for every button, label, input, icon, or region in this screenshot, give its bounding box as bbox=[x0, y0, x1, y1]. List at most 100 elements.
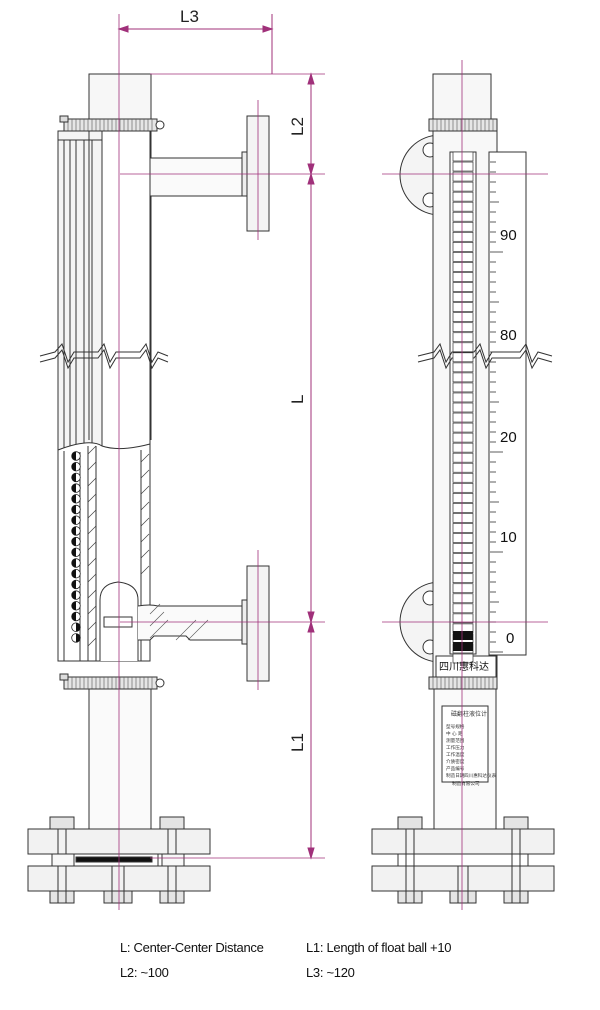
flap-cell bbox=[452, 412, 474, 423]
flap-cell bbox=[452, 312, 474, 322]
dimension-l1-label: L1 bbox=[288, 733, 307, 752]
data-plate-field: 产品编号 bbox=[446, 765, 465, 772]
flap-cell bbox=[452, 191, 474, 202]
indicator-ball-half bbox=[71, 462, 76, 471]
data-plate-manufacturer: 制造有限公司 bbox=[452, 780, 480, 787]
maker-nameplate: 四川惠科达 bbox=[439, 660, 489, 673]
flap-cell bbox=[452, 583, 474, 594]
flap-cell bbox=[452, 503, 474, 513]
dimension-lines bbox=[117, 14, 315, 860]
flap-cell bbox=[452, 482, 474, 493]
side-view bbox=[27, 73, 270, 904]
flap-cell bbox=[452, 151, 474, 162]
flap-cell bbox=[452, 563, 474, 573]
flap-cell bbox=[452, 252, 474, 262]
data-plate-field: 工作压力 bbox=[446, 744, 465, 751]
dimension-l-label: L bbox=[288, 395, 307, 404]
flap-cell bbox=[452, 352, 474, 363]
indicator-ball-half bbox=[76, 622, 81, 632]
section-hatch bbox=[87, 445, 150, 647]
data-plate-field: 型号规格 bbox=[446, 723, 465, 730]
indicator-ball-half bbox=[71, 526, 76, 536]
dimension-l2-label: L2 bbox=[288, 117, 307, 136]
flap-cell bbox=[452, 201, 474, 212]
flap-cell bbox=[452, 221, 474, 232]
flap-cell-shown bbox=[453, 631, 473, 640]
data-plate-manufacturer: 四川惠科达仪表 bbox=[464, 772, 497, 779]
flap-cell bbox=[452, 513, 474, 523]
data-plate-field: 介质密度 bbox=[446, 758, 465, 765]
flap-cell bbox=[452, 553, 474, 563]
flap-cell bbox=[452, 472, 474, 483]
flap-cell bbox=[452, 573, 474, 584]
flap-cell bbox=[452, 593, 474, 604]
scale-ticks bbox=[490, 151, 503, 653]
indicator-ball-half bbox=[71, 558, 76, 568]
flap-cell bbox=[452, 211, 474, 222]
flap-cell bbox=[452, 653, 474, 664]
flap-cell bbox=[452, 362, 474, 373]
flap-cell bbox=[452, 613, 474, 624]
flap-cell bbox=[452, 533, 474, 543]
indicator-ball-half bbox=[71, 548, 76, 557]
flap-cell-shown bbox=[453, 642, 473, 651]
indicator-ball-half bbox=[76, 633, 81, 643]
flap-cell bbox=[452, 452, 474, 463]
data-plate-field: 制造日期 bbox=[446, 772, 465, 779]
indicator-ball-half bbox=[71, 494, 76, 504]
indicator-ball-half bbox=[71, 451, 76, 461]
scale-label-10: 10 bbox=[500, 529, 517, 546]
flap-cell bbox=[452, 282, 474, 292]
scale-label-0: 0 bbox=[506, 630, 514, 647]
legend-l2: L2: ~100 bbox=[120, 965, 169, 980]
indicator-ball-half bbox=[71, 505, 76, 514]
indicator-ball-half bbox=[71, 590, 76, 600]
dimension-labels: L3 L2 L L1 bbox=[180, 7, 307, 752]
flap-cell bbox=[452, 272, 474, 282]
scale-label-20: 20 bbox=[500, 429, 517, 446]
flap-cell bbox=[452, 231, 474, 242]
indicator-ball-half bbox=[71, 612, 76, 621]
indicator-ball-half bbox=[71, 569, 76, 578]
data-plate: 磁翻柱液位计 型号规格 中 心 距 测量范围 工作压力 工作温度 介质密度 产品… bbox=[446, 710, 497, 787]
flap-cell bbox=[452, 402, 474, 413]
flap-cell bbox=[452, 493, 474, 503]
flap-cell bbox=[452, 523, 474, 533]
flap-cell bbox=[452, 161, 474, 172]
flap-cell bbox=[452, 432, 474, 443]
indicator-ball-half bbox=[71, 580, 76, 589]
flap-cell bbox=[452, 372, 474, 383]
data-plate-field: 中 心 距 bbox=[446, 730, 463, 737]
data-plate-field: 工作温度 bbox=[446, 751, 465, 758]
scale-label-90: 90 bbox=[500, 227, 517, 244]
flap-cell bbox=[452, 332, 474, 343]
flap-cell bbox=[452, 342, 474, 353]
indicator-flap-column bbox=[71, 451, 81, 643]
flap-indicator-column bbox=[452, 151, 474, 664]
indicator-ball-half bbox=[71, 537, 76, 546]
flap-cell bbox=[452, 382, 474, 393]
data-plate-title: 磁翻柱液位计 bbox=[451, 710, 487, 718]
legend-l: L: Center-Center Distance bbox=[120, 940, 264, 955]
flap-cell bbox=[452, 442, 474, 453]
data-plate-field: 测量范围 bbox=[446, 737, 465, 744]
dimension-l3-label: L3 bbox=[180, 7, 199, 26]
center-lines bbox=[118, 14, 548, 910]
flap-cell bbox=[452, 462, 474, 473]
legend-l1: L1: Length of float ball +10 bbox=[306, 940, 452, 955]
flap-cell bbox=[452, 603, 474, 614]
indicator-ball-half bbox=[71, 601, 76, 611]
legend-l3: L3: ~120 bbox=[306, 965, 355, 980]
flap-cell bbox=[452, 422, 474, 433]
scale-label-80: 80 bbox=[500, 327, 517, 344]
flap-cell bbox=[452, 543, 474, 553]
indicator-ball-half bbox=[71, 483, 76, 493]
upper-clamp-hatch bbox=[67, 119, 153, 131]
flap-cell bbox=[452, 181, 474, 192]
indicator-ball-half bbox=[71, 473, 76, 482]
indicator-ball-half bbox=[71, 515, 76, 525]
flap-cell bbox=[452, 292, 474, 302]
flap-cell bbox=[452, 262, 474, 272]
flap-cell bbox=[452, 322, 474, 333]
